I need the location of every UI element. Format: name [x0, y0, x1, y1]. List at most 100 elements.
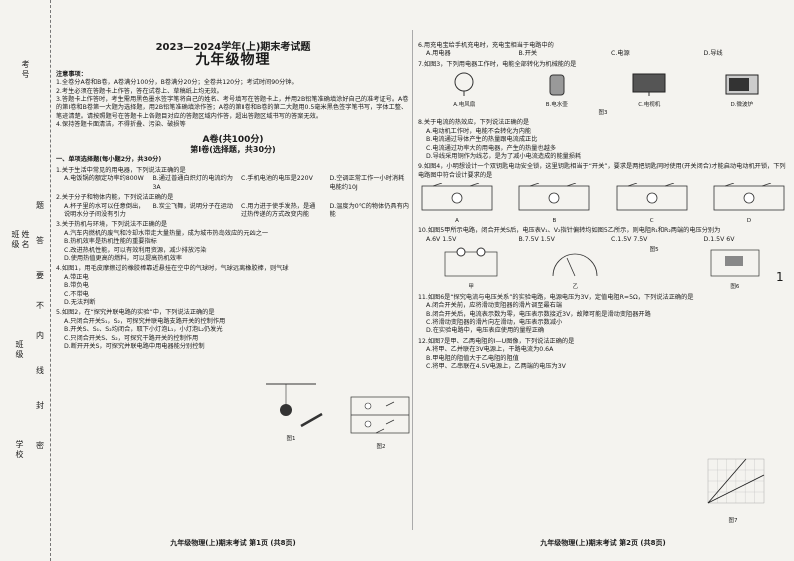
option-item: A.汽车内燃机的废气和冷却水带走大量热量，成为城市热岛效应的元凶之一 — [64, 229, 269, 237]
question-stem: 11.如图6是“探究电流与电压关系”的实验电路，电源电压为3V，定值电阻R=5Ω… — [418, 293, 694, 301]
option-item: D.断开开关S，可探究并联电路中用电器能分别控制 — [64, 343, 205, 350]
page-1: 2023—2024学年(上)期末考试题 九年级物理 注意事项： 1.全卷分A卷和… — [56, 0, 410, 561]
class-label-2: 班级 — [15, 340, 24, 360]
oven-icon — [725, 74, 759, 95]
option-item: B.开关 — [518, 50, 538, 58]
fig5a-label: 甲 — [468, 284, 474, 291]
seal-char: 内 — [36, 331, 44, 340]
fig3-item: C.电视机 — [625, 71, 673, 109]
note-item: 1.全卷分A卷和B卷，A卷满分100分，B卷满分20分；全卷共120分；考试时间… — [56, 79, 298, 87]
voltmeter-dial-drawing — [552, 253, 598, 277]
fig1-label: 图1 — [286, 436, 296, 443]
circuit-drawing — [616, 182, 688, 211]
seal-char: 密 — [36, 441, 44, 450]
option-item: C.不带电 — [64, 290, 89, 298]
option-item: D.在实验电路中，电压表应使用的量程正确 — [426, 327, 545, 335]
fig3-item: B.电水壶 — [533, 71, 581, 109]
seal-char: 不 — [36, 301, 44, 310]
seal-char: 线 — [36, 366, 44, 375]
exam-title: 2023—2024学年(上)期末考试题 — [155, 42, 311, 53]
note-item: 4.保持答题卡面清洁，不得折叠、污染、破损等 — [56, 121, 186, 129]
binding-strip: 考号 姓名 班级 班级 学校 题 答 要 不 内 线 封 密 — [0, 0, 51, 561]
question-stem: 12.如图7是甲、乙两电阻的I—U图像，下列说法正确的是 — [418, 337, 575, 345]
option-item: B.热机效率是热机性能的重要指标 — [64, 238, 157, 246]
fig2-label: 图2 — [376, 444, 386, 451]
option-item: A.6V 1.5V — [426, 235, 457, 243]
fig4-circuit-option: D — [710, 182, 788, 225]
option-item: A.杯子里的水可以任意倒出，说明水分子间没有引力 — [64, 202, 145, 218]
option-item: D.导线采用铜作为线芯，是为了减小电流造成的能量损耗 — [426, 153, 582, 161]
seal-char: 答 — [36, 236, 44, 245]
fig4: A B C D — [418, 182, 788, 225]
fig7-iu-graph — [707, 458, 765, 504]
fig4-option-label: A — [455, 217, 459, 224]
seal-line: 题 答 要 不 内 线 封 密 — [36, 0, 48, 561]
fig6-circuit-drawing — [710, 249, 760, 277]
option-item: D.使用热值更高的燃料，可以提高热机效率 — [64, 254, 183, 262]
question-stem: 8.关于电流的热效应，下列说法正确的是 — [418, 119, 530, 127]
option-item: B.7.5V 1.5V — [518, 235, 555, 243]
fig1-balloon-drawing — [266, 383, 323, 428]
option-item: B.带负电 — [64, 282, 89, 290]
circuit-drawing — [713, 182, 785, 211]
option-item: D.温度为0℃的物体仍具有内能 — [329, 202, 410, 218]
question-stem: 7.如图3，下列用电器工作时，电能全部转化为机械能的是 — [418, 60, 577, 68]
fig5-meter: 乙 — [547, 246, 603, 292]
fig4-circuit-option: B — [515, 182, 593, 225]
option-item: A.电动机工作时，电能不会转化为内能 — [426, 127, 532, 135]
circuit-drawing — [421, 182, 493, 211]
question-stem: 5.如图2，在“探究并联电路的实验”中，下列说法正确的是 — [56, 309, 215, 317]
fig4-option-label: D — [746, 217, 752, 224]
option-item: C.用力进于使手发热，是通过热传递的方式改变内能 — [241, 202, 316, 218]
fig1: 图1 — [256, 382, 326, 444]
note-item: 3.答题卡上作答时，考生需用黑色墨水签字笔将自己的姓名、考号填写在答题卡上，并用… — [56, 96, 409, 120]
question-stem: 10.如图5甲所示电路，闭合开关S后，电压表V₁、V₂指针偏转均如图5乙所示，则… — [418, 227, 721, 235]
fig3-label: 图3 — [598, 110, 608, 117]
series-jia-line — [707, 458, 747, 504]
section-a-title: A卷(共100分) — [202, 134, 264, 145]
fig3-item: D.微波炉 — [718, 71, 766, 109]
seal-char: 封 — [36, 401, 44, 410]
option-item: D.空调正常工作一小时消耗电能约10J — [329, 175, 405, 191]
fig6-label: 图6 — [730, 284, 740, 291]
question-stem: 1.关于生活中常见的用电器，下列说法正确的是 — [56, 166, 186, 174]
option-item: D.导线 — [703, 50, 723, 58]
option-item: A.带正电 — [64, 273, 89, 281]
option-item: C.电流通过功率大的用电器，产生的热量也越多 — [426, 144, 557, 152]
fig4-option-label: C — [649, 217, 654, 224]
page2-footer: 九年级物理(上)期末考试 第2页 (共8页) — [540, 538, 666, 547]
question-stem: 3.关于热机与环境，下列说法不正确的是 — [56, 221, 168, 229]
part1-title: 第Ⅰ卷(选择题，共30分) — [190, 145, 276, 155]
note-item: 2.考生必须在答题卡上作答，答在试卷上、草稿纸上均无效。 — [56, 87, 223, 95]
fig7: 图7 — [698, 455, 768, 525]
option-item: A.电饭锅的额定功率约800W — [64, 175, 144, 183]
kettle-icon — [549, 74, 565, 96]
fig2: 图2 — [346, 392, 416, 452]
exam-subject: 九年级物理 — [195, 52, 271, 69]
kaohao-label: 考号 — [21, 60, 30, 80]
seal-char: 题 — [36, 201, 44, 210]
option-item: D.1.5V 6V — [703, 235, 735, 243]
fig5b-label: 乙 — [572, 284, 579, 291]
notes-head: 注意事项： — [56, 70, 87, 78]
option-item: A.用电器 — [426, 50, 451, 58]
fig6: 图6 — [705, 246, 765, 292]
class-label: 班级 — [11, 230, 20, 250]
tv-icon — [632, 73, 666, 97]
notes: 注意事项： 1.全卷分A卷和B卷，A卷满分100分，B卷满分20分；全卷共120… — [56, 71, 410, 130]
question-stem: 4.如图1，用毛皮摩擦过的橡胶棒靠近悬挂在空中的气球时，气球远离橡胶棒，则气球 — [56, 265, 289, 273]
circuit-drawing — [518, 182, 590, 211]
page1-footer: 九年级物理(上)期末考试 第1页 (共8页) — [170, 538, 296, 547]
page-number-mark: 1 — [776, 270, 784, 284]
fig4-circuit-option: A — [418, 182, 496, 225]
